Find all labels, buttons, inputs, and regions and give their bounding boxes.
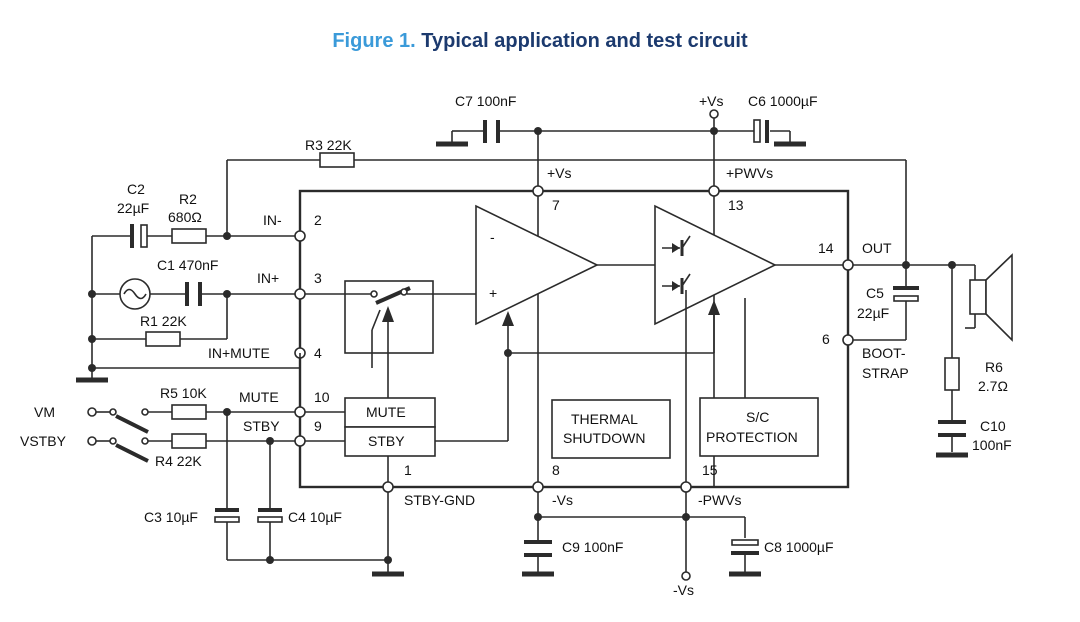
mute-block-label: MUTE bbox=[366, 404, 406, 420]
label-c9: C9 100nF bbox=[562, 539, 623, 555]
input-network bbox=[76, 224, 300, 383]
pin-number-4: 4 bbox=[314, 345, 322, 361]
pin-14 bbox=[842, 259, 854, 271]
label-vm: VM bbox=[34, 404, 55, 420]
pin-number-14: 14 bbox=[818, 240, 834, 256]
label-c5-value: 22µF bbox=[857, 305, 889, 321]
preamplifier bbox=[475, 204, 599, 326]
pin-8 bbox=[532, 481, 544, 493]
pin-number-1: 1 bbox=[404, 462, 412, 478]
thermal-shutdown-block bbox=[551, 399, 671, 459]
label-c10-name: C10 bbox=[980, 418, 1006, 434]
resistor-r5 bbox=[171, 404, 207, 420]
pin-13 bbox=[708, 185, 720, 197]
label-vs-bottom: -Vs bbox=[673, 582, 694, 598]
label-r5: R5 10K bbox=[160, 385, 207, 401]
resistor-r2 bbox=[171, 228, 207, 244]
pin-number-15: 15 bbox=[702, 462, 718, 478]
opamp-plus-sign: + bbox=[489, 285, 497, 301]
label-c5-name: C5 bbox=[866, 285, 884, 301]
thermal-label-2: SHUTDOWN bbox=[563, 430, 645, 446]
label-c1: C1 470nF bbox=[157, 257, 218, 273]
speaker-icon bbox=[965, 253, 1013, 342]
figure-caption: Typical application and test circuit bbox=[421, 30, 748, 52]
vs-terminal-bottom bbox=[681, 571, 691, 581]
label-r3: R3 22K bbox=[305, 137, 352, 153]
opamp-minus-sign: - bbox=[490, 229, 495, 245]
label-pin-in-minus: IN- bbox=[263, 212, 282, 228]
pin-6 bbox=[842, 334, 854, 346]
label-c7: C7 100nF bbox=[455, 93, 516, 109]
label-pin-in-plus-mute: IN+MUTE bbox=[208, 345, 270, 361]
label-r4: R4 22K bbox=[155, 453, 202, 469]
resistor-r3 bbox=[319, 152, 355, 168]
label-pin-vs-plus: +Vs bbox=[547, 165, 572, 181]
label-c2-value: 22µF bbox=[117, 200, 149, 216]
label-c3: C3 10µF bbox=[144, 509, 198, 525]
label-pin-mute: MUTE bbox=[239, 389, 279, 405]
pin-number-7: 7 bbox=[552, 197, 560, 213]
label-pin-in-plus: IN+ bbox=[257, 270, 279, 286]
pin-number-13: 13 bbox=[728, 197, 744, 213]
vm-terminal bbox=[87, 407, 97, 417]
mute-standby-inputs bbox=[87, 404, 404, 577]
label-r2-value: 680Ω bbox=[168, 209, 202, 225]
pin-1 bbox=[382, 481, 394, 493]
label-pin-pwvs-minus: -PWVs bbox=[698, 492, 742, 508]
thermal-label-1: THERMAL bbox=[571, 411, 638, 427]
pin-number-8: 8 bbox=[552, 462, 560, 478]
pin-9 bbox=[294, 435, 306, 447]
label-pin-stby: STBY bbox=[243, 418, 280, 434]
label-r6-value: 2.7Ω bbox=[978, 378, 1008, 394]
label-pin-vs-minus: -Vs bbox=[552, 492, 573, 508]
pin-2 bbox=[294, 230, 306, 242]
label-pin-out: OUT bbox=[862, 240, 892, 256]
label-r1: R1 22K bbox=[140, 313, 187, 329]
resistor-r6 bbox=[944, 357, 960, 391]
pin-number-3: 3 bbox=[314, 270, 322, 286]
label-c4: C4 10µF bbox=[288, 509, 342, 525]
pin-15 bbox=[680, 481, 692, 493]
pin-3 bbox=[294, 288, 306, 300]
label-bootstrap-2: STRAP bbox=[862, 365, 909, 381]
capacitor-c7 bbox=[483, 120, 500, 143]
label-r2-name: R2 bbox=[179, 191, 197, 207]
pin-7 bbox=[532, 185, 544, 197]
bottom-supply-network bbox=[522, 492, 761, 581]
output-network bbox=[853, 253, 1013, 458]
label-c2-name: C2 bbox=[127, 181, 145, 197]
mute-switch-block bbox=[305, 280, 476, 398]
label-r6-name: R6 bbox=[985, 359, 1003, 375]
label-vs-top: +Vs bbox=[699, 93, 724, 109]
sc-protection-block bbox=[699, 397, 819, 457]
vstby-terminal bbox=[87, 436, 97, 446]
label-pin-pwvs-plus: +PWVs bbox=[726, 165, 773, 181]
resistor-r1 bbox=[145, 331, 181, 347]
label-c10-value: 100nF bbox=[972, 437, 1012, 453]
label-vstby: VSTBY bbox=[20, 433, 67, 449]
stby-block-label: STBY bbox=[368, 433, 405, 449]
power-amplifier bbox=[654, 204, 777, 326]
sc-label-1: S/C bbox=[746, 409, 769, 425]
pin-number-6: 6 bbox=[822, 331, 830, 347]
figure-number: Figure 1. bbox=[332, 30, 416, 52]
resistor-r4 bbox=[171, 433, 207, 449]
capacitor-c6 bbox=[753, 119, 769, 143]
pin-number-10: 10 bbox=[314, 389, 330, 405]
label-pin-stby-gnd: STBY-GND bbox=[404, 492, 475, 508]
pin-10 bbox=[294, 406, 306, 418]
feedback-network-r3 bbox=[226, 152, 907, 265]
pin-number-2: 2 bbox=[314, 212, 322, 228]
label-c8: C8 1000µF bbox=[764, 539, 834, 555]
label-bootstrap-1: BOOT- bbox=[862, 345, 906, 361]
sc-label-2: PROTECTION bbox=[706, 429, 798, 445]
pin-number-9: 9 bbox=[314, 418, 322, 434]
figure-title: Figure 1. Typical application and test c… bbox=[0, 30, 1080, 53]
vs-terminal-top bbox=[709, 109, 719, 119]
capacitor-c2 bbox=[140, 224, 148, 248]
label-c6: C6 1000µF bbox=[748, 93, 818, 109]
